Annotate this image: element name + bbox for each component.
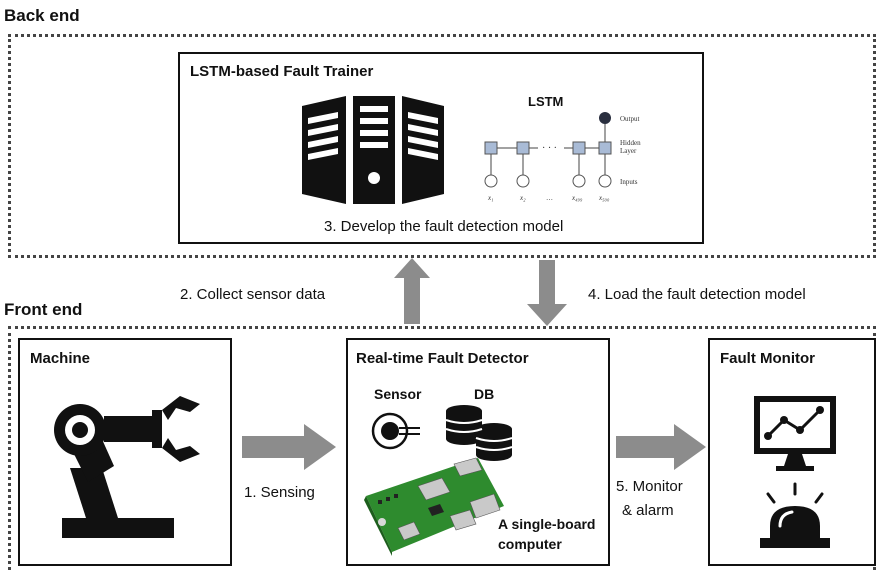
back-end-frame <box>8 34 876 258</box>
database-icon <box>445 405 513 461</box>
load-down-arrow <box>527 260 567 326</box>
load-model-label: 4. Load the fault detection model <box>588 286 806 303</box>
alarm-siren-icon <box>760 482 830 548</box>
lstm-x1-label: x₁ <box>487 194 494 202</box>
monitor-chart-icon <box>754 396 836 471</box>
monitor-label-line1: 5. Monitor <box>616 478 683 495</box>
svg-text:Layer: Layer <box>620 147 637 155</box>
robot-arm-icon <box>54 396 200 538</box>
collect-sensor-data-label: 2. Collect sensor data <box>180 286 326 303</box>
lstm-network-diagram: · · · Output Hidden Layer Inputs x₁ x₂ …… <box>484 112 641 202</box>
machine-box: Machine <box>18 338 232 566</box>
lstm-x500-label: x₅₀₀ <box>598 194 610 202</box>
front-end-title: Front end <box>4 300 83 319</box>
back-end-title: Back end <box>4 6 80 25</box>
lstm-label: LSTM <box>528 94 564 109</box>
machine-title: Machine <box>30 350 91 367</box>
sensing-arrow <box>242 424 336 470</box>
fault-monitor-title: Fault Monitor <box>720 350 815 367</box>
sbc-label-line2: computer <box>498 536 562 552</box>
lstm-x499-label: x₄₉₉ <box>571 194 583 202</box>
svg-text:Hidden: Hidden <box>620 139 641 147</box>
monitor-label-line2: & alarm <box>622 502 674 519</box>
fault-detector-box: Real-time Fault Detector Sensor DB <box>346 338 610 566</box>
sensor-label: Sensor <box>374 386 422 402</box>
svg-text:· · ·: · · · <box>542 143 557 154</box>
db-label: DB <box>474 386 495 402</box>
lstm-x2-label: x₂ <box>519 194 526 202</box>
lstm-output-label: Output <box>620 115 640 123</box>
lstm-trainer-box: LSTM-based Fault Trainer <box>178 52 704 244</box>
lstm-inputs-label: Inputs <box>620 178 638 186</box>
sensor-icon <box>371 412 420 450</box>
sensing-label: 1. Sensing <box>244 484 315 501</box>
server-rack-icon <box>302 96 444 204</box>
lstm-ellipsis-label: … <box>546 194 553 202</box>
single-board-computer-icon <box>364 457 504 556</box>
monitor-alarm-arrow <box>616 424 706 470</box>
fault-detector-title: Real-time Fault Detector <box>356 350 529 367</box>
lstm-trainer-title: LSTM-based Fault Trainer <box>190 63 374 80</box>
develop-model-step: 3. Develop the fault detection model <box>324 218 564 235</box>
fault-monitor-box: Fault Monitor <box>708 338 876 566</box>
collect-up-arrow <box>394 258 430 324</box>
sbc-label-line1: A single-board <box>498 516 596 532</box>
